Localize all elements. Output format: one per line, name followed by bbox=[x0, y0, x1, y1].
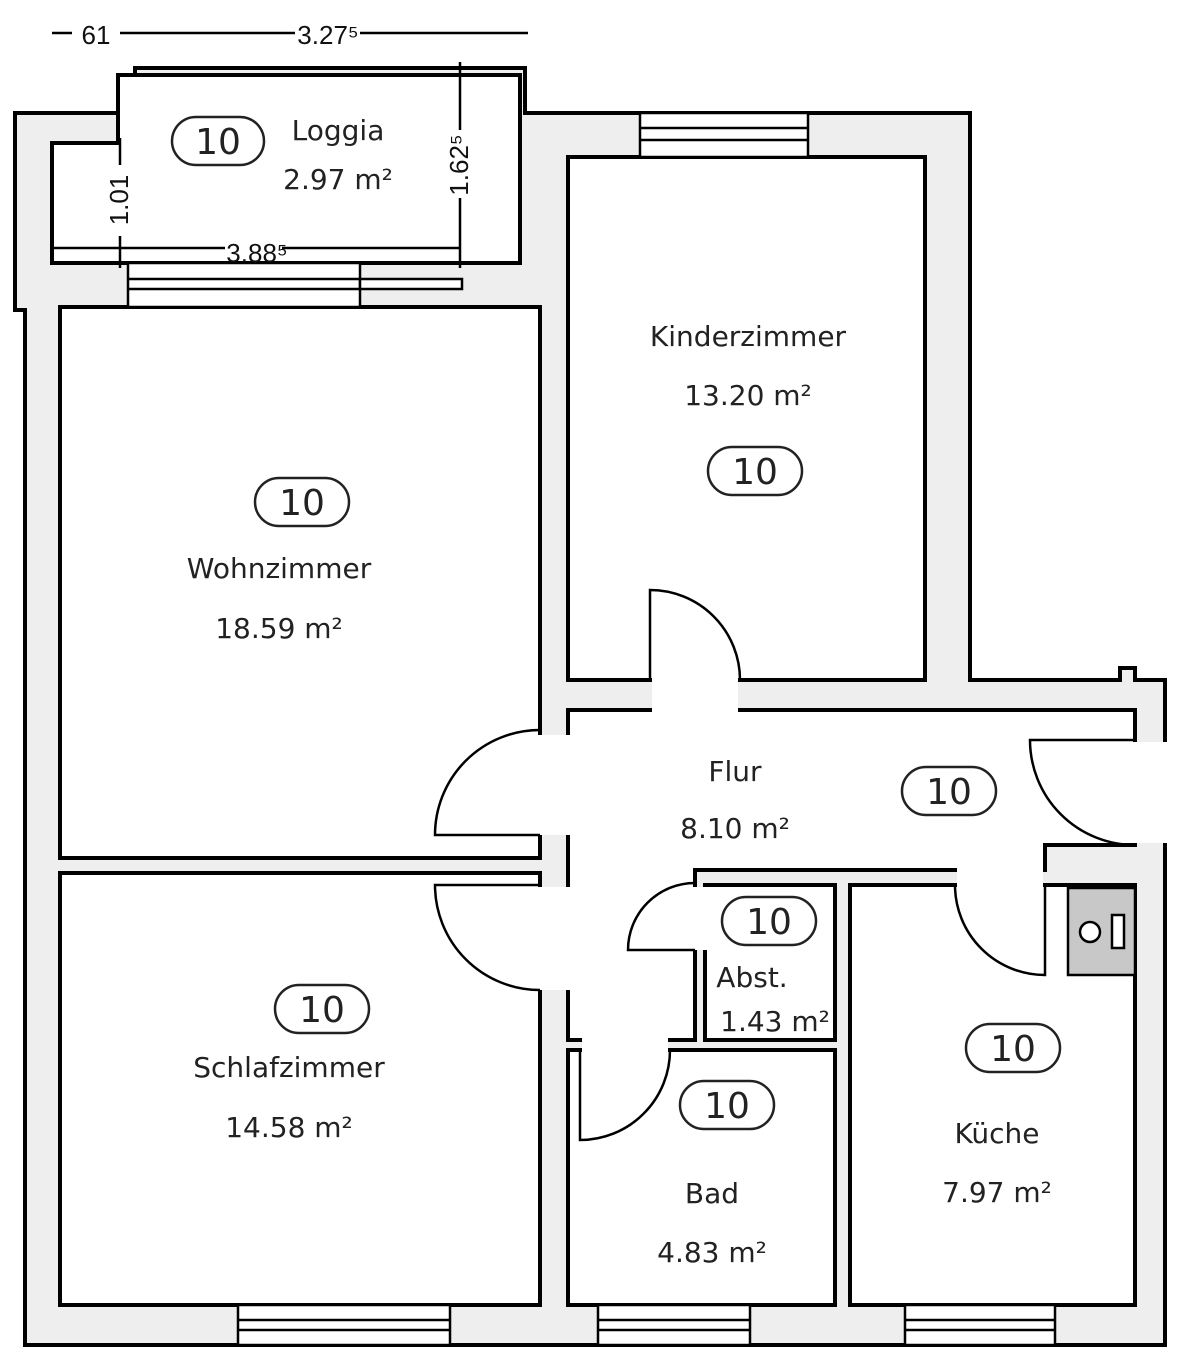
svg-text:10: 10 bbox=[732, 452, 778, 493]
room-schlafzimmer bbox=[58, 871, 542, 1307]
svg-text:10: 10 bbox=[195, 122, 241, 163]
door-kinderzimmer[interactable] bbox=[648, 588, 742, 681]
label-schlafzimmer: 10 Schlafzimmer 14.58 m² bbox=[193, 983, 385, 1144]
dim-388: 3.88⁵ bbox=[226, 238, 287, 268]
svg-text:Küche: Küche bbox=[954, 1117, 1039, 1150]
door-schlafzimmer[interactable] bbox=[433, 883, 541, 992]
door-kueche[interactable] bbox=[953, 884, 1047, 977]
svg-text:10: 10 bbox=[299, 990, 345, 1031]
label-kueche: 10 Küche 7.97 m² bbox=[942, 1022, 1062, 1209]
svg-text:18.59 m²: 18.59 m² bbox=[215, 612, 343, 645]
svg-text:8.10 m²: 8.10 m² bbox=[680, 812, 790, 845]
svg-text:10: 10 bbox=[926, 772, 972, 813]
window-bad bbox=[596, 1303, 752, 1347]
room-kinderzimmer bbox=[566, 155, 927, 682]
svg-text:7.97 m²: 7.97 m² bbox=[942, 1176, 1052, 1209]
svg-text:13.20 m²: 13.20 m² bbox=[684, 379, 812, 412]
svg-text:4.83 m²: 4.83 m² bbox=[657, 1236, 767, 1269]
label-wohnzimmer: 10 Wohnzimmer 18.59 m² bbox=[187, 476, 372, 645]
svg-text:Loggia: Loggia bbox=[292, 114, 385, 147]
dim-61: 61 bbox=[82, 20, 111, 50]
door-wohnzimmer[interactable] bbox=[433, 728, 541, 837]
window-loggia bbox=[126, 261, 464, 309]
dimension-top: 61 3.27⁵ bbox=[52, 20, 528, 50]
dim-1625: 1.62⁵ bbox=[444, 134, 474, 195]
label-kinderzimmer: Kinderzimmer 13.20 m² 10 bbox=[650, 320, 847, 497]
room-kueche bbox=[848, 883, 1137, 1307]
svg-text:10: 10 bbox=[704, 1086, 750, 1127]
svg-text:Flur: Flur bbox=[708, 755, 762, 788]
dim-327: 3.27⁵ bbox=[297, 20, 358, 50]
door-abstellraum[interactable] bbox=[626, 881, 696, 952]
svg-text:10: 10 bbox=[746, 902, 792, 943]
door-bad[interactable] bbox=[578, 1049, 672, 1142]
window-kueche bbox=[903, 1303, 1057, 1347]
window-schlafzimmer bbox=[236, 1303, 452, 1347]
door-entrance[interactable] bbox=[1028, 738, 1136, 847]
room-loggia bbox=[50, 73, 522, 265]
dim-101: 1.01 bbox=[104, 175, 134, 226]
label-flur: Flur 8.10 m² 10 bbox=[680, 755, 998, 845]
svg-text:Abst.: Abst. bbox=[716, 961, 787, 994]
svg-text:Bad: Bad bbox=[685, 1177, 739, 1210]
label-abstellraum: 10 Abst. 1.43 m² bbox=[716, 895, 830, 1038]
svg-text:1.43 m²: 1.43 m² bbox=[720, 1005, 830, 1038]
svg-text:14.58 m²: 14.58 m² bbox=[225, 1111, 353, 1144]
label-bad: 10 Bad 4.83 m² bbox=[657, 1079, 776, 1269]
svg-text:Wohnzimmer: Wohnzimmer bbox=[187, 552, 372, 585]
svg-text:Kinderzimmer: Kinderzimmer bbox=[650, 320, 847, 353]
label-loggia: 10 Loggia 2.97 m² bbox=[170, 114, 393, 196]
stove-icon bbox=[1066, 886, 1137, 977]
svg-text:10: 10 bbox=[279, 483, 325, 524]
window-kinderzimmer bbox=[638, 111, 810, 159]
dimension-loggia: 3.88⁵ 1.01 1.62⁵ bbox=[52, 62, 474, 268]
svg-text:2.97 m²: 2.97 m² bbox=[283, 163, 393, 196]
svg-text:Schlafzimmer: Schlafzimmer bbox=[193, 1051, 385, 1084]
svg-text:10: 10 bbox=[990, 1029, 1036, 1070]
